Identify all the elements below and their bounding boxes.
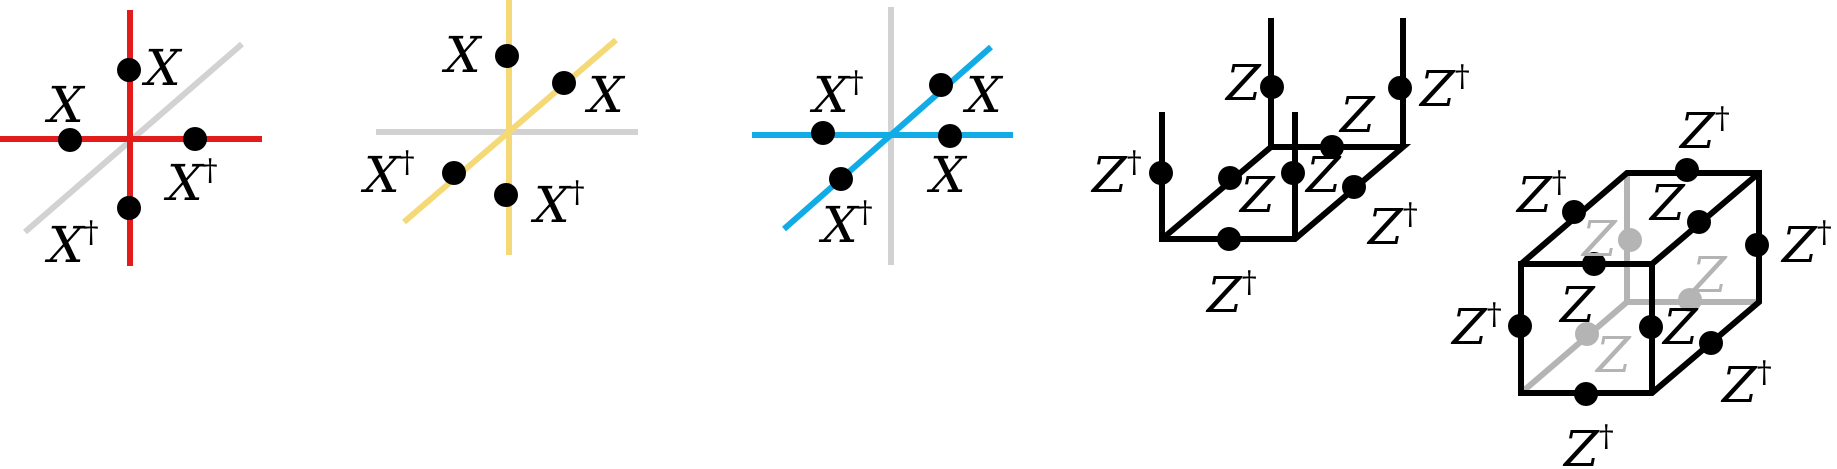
dot: [58, 128, 82, 152]
op-label: Z†: [1515, 165, 1567, 224]
panel-open-cube-marks: Z Z† Z Z† Z Z Z† Z†: [1090, 54, 1470, 324]
dot: [829, 167, 853, 191]
op-label: X: [584, 66, 626, 124]
op-label: Z†: [1418, 59, 1470, 118]
op-label: X: [441, 26, 483, 84]
dot: [552, 71, 576, 95]
dot: [1675, 158, 1699, 182]
op-label: X: [962, 66, 1004, 124]
dot: [1618, 228, 1642, 252]
panel-blue-vertex: X† X X X†: [752, 7, 1013, 265]
op-label: X: [926, 146, 968, 204]
op-label: Z†: [1205, 265, 1257, 324]
dot: [1218, 166, 1242, 190]
op-label: Z†: [1720, 355, 1772, 414]
op-label: Z†: [1562, 419, 1614, 469]
op-label: Z: [1661, 298, 1699, 356]
op-label: X: [44, 76, 86, 134]
dot: [442, 161, 466, 185]
dot: [1260, 75, 1284, 99]
dot: [929, 73, 953, 97]
dot: [1342, 175, 1366, 199]
dot: [1388, 76, 1412, 100]
op-label: X†: [530, 175, 585, 234]
dot: [494, 183, 518, 207]
panel-yellow-vertex: X X X† X†: [360, 0, 638, 255]
op-label: X†: [818, 195, 873, 254]
op-label-hidden: Z: [1690, 246, 1728, 304]
op-label: Z†: [1450, 297, 1502, 356]
op-label: Z†: [1678, 101, 1730, 160]
dot: [1582, 252, 1606, 276]
op-label: Z: [1304, 146, 1342, 204]
op-label: Z: [1238, 166, 1276, 224]
panel-red-vertex: X X X† X†: [0, 10, 262, 274]
dot: [183, 127, 207, 151]
dot: [1575, 322, 1599, 346]
dot: [1562, 200, 1586, 224]
dot: [938, 124, 962, 148]
panel-closed-cube-marks: Z† Z† Z Z† Z† Z Z Z† Z† Z Z Z: [1450, 101, 1832, 469]
op-label: Z†: [1090, 145, 1142, 204]
op-label: Z: [1224, 54, 1262, 112]
dot: [1149, 161, 1173, 185]
op-label: X†: [360, 145, 415, 204]
dot: [1508, 314, 1532, 338]
op-label: X: [141, 39, 183, 97]
hidden-edge: [1519, 299, 1629, 396]
dot: [1678, 288, 1702, 312]
dot: [1574, 382, 1598, 406]
dot: [495, 44, 519, 68]
op-label: X†: [44, 215, 99, 274]
op-label: Z†: [1780, 215, 1832, 274]
dot: [117, 58, 141, 82]
op-label: Z†: [1366, 197, 1418, 256]
op-label: Z: [1338, 86, 1376, 144]
op-label: X†: [163, 153, 218, 212]
op-label: X†: [809, 65, 864, 124]
dot: [1320, 135, 1344, 159]
dot: [117, 196, 141, 220]
panel-closed-cube: [1518, 170, 1762, 396]
dot: [1639, 315, 1663, 339]
dot: [811, 121, 835, 145]
op-label-hidden: Z: [1594, 326, 1632, 384]
dot: [1687, 210, 1711, 234]
dot: [1217, 227, 1241, 251]
op-label: Z: [1648, 174, 1686, 232]
op-label: Z: [1558, 276, 1596, 334]
dot: [1745, 233, 1769, 257]
op-label-hidden: Z: [1580, 210, 1618, 268]
dot: [1699, 331, 1723, 355]
dot: [1281, 161, 1305, 185]
